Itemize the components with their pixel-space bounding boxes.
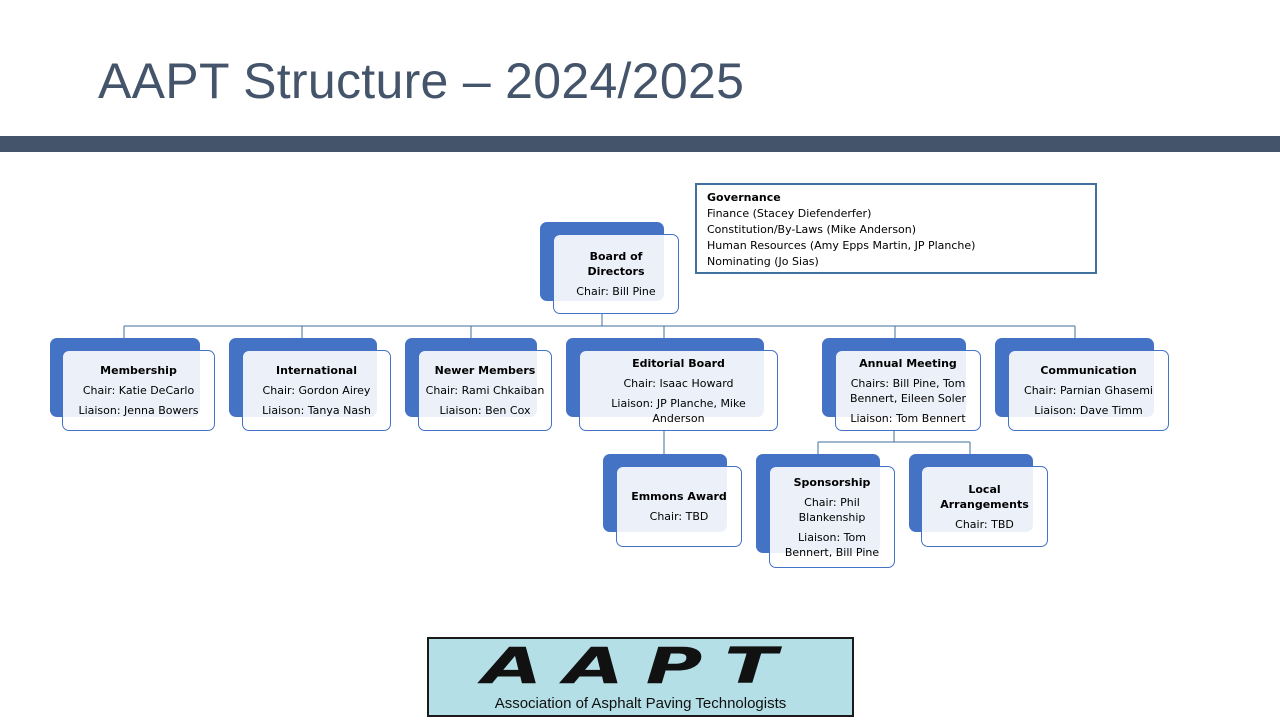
node-chair: Chair: Gordon Airey — [262, 384, 371, 397]
node-chair: Chair: Parnian Ghasemi — [1024, 384, 1153, 397]
node-liaison: Liaison: Tom Bennert — [850, 411, 966, 425]
node-chair: Chair: Phil Blankenship — [798, 495, 866, 524]
node-chair: Chair: TBD — [955, 517, 1014, 531]
governance-heading: Governance — [707, 191, 781, 204]
node-liaison: Liaison: Ben Cox — [439, 404, 531, 417]
governance-item: Finance (Stacey Diefenderfer) — [707, 207, 872, 220]
node-chair: Chair: Katie DeCarlo — [82, 384, 195, 397]
logo-wordmark: AAPT — [482, 637, 799, 695]
node-liaison: Liaison: Tom Bennert, Bill Pine — [784, 530, 880, 559]
aapt-logo: AAPT Association of Asphalt Paving Techn… — [427, 637, 854, 717]
node-liaison: Liaison: Dave Timm — [1034, 404, 1143, 417]
logo-subtitle: Association of Asphalt Paving Technologi… — [494, 695, 787, 712]
title-divider-bar — [0, 136, 1280, 152]
node-title: Emmons Award — [631, 490, 727, 503]
governance-item: Nominating (Jo Sias) — [707, 255, 819, 268]
node-title: Membership — [100, 364, 177, 377]
governance-item: Human Resources (Amy Epps Martin, JP Pla… — [707, 239, 976, 252]
node-chair: Chair: Rami Chkaiban — [425, 384, 545, 397]
node-chair: Chair: Isaac Howard — [623, 376, 734, 390]
node-title: Sponsorship — [793, 475, 871, 489]
governance-box: Governance Finance (Stacey Diefenderfer)… — [695, 183, 1097, 274]
node-title: Editorial Board — [632, 356, 725, 370]
slide-title: AAPT Structure – 2024/2025 — [98, 53, 745, 109]
governance-item: Constitution/By-Laws (Mike Anderson) — [707, 223, 917, 236]
node-title: Communication — [1040, 364, 1137, 377]
node-title: Board of Directors — [587, 250, 645, 278]
node-liaison: Liaison: Tanya Nash — [262, 404, 371, 417]
node-chair: Chair: Bill Pine — [576, 285, 656, 298]
node-title: Annual Meeting — [859, 356, 957, 370]
node-title: Newer Members — [434, 364, 536, 377]
node-title: Local Arrangements — [940, 482, 1029, 511]
node-chair: Chairs: Bill Pine, Tom Bennert, Eileen S… — [850, 376, 966, 405]
node-liaison: Liaison: Jenna Bowers — [78, 404, 199, 417]
node-liaison: Liaison: JP Planche, Mike Anderson — [611, 396, 746, 425]
node-chair: Chair: TBD — [649, 510, 709, 523]
node-title: International — [276, 364, 357, 377]
